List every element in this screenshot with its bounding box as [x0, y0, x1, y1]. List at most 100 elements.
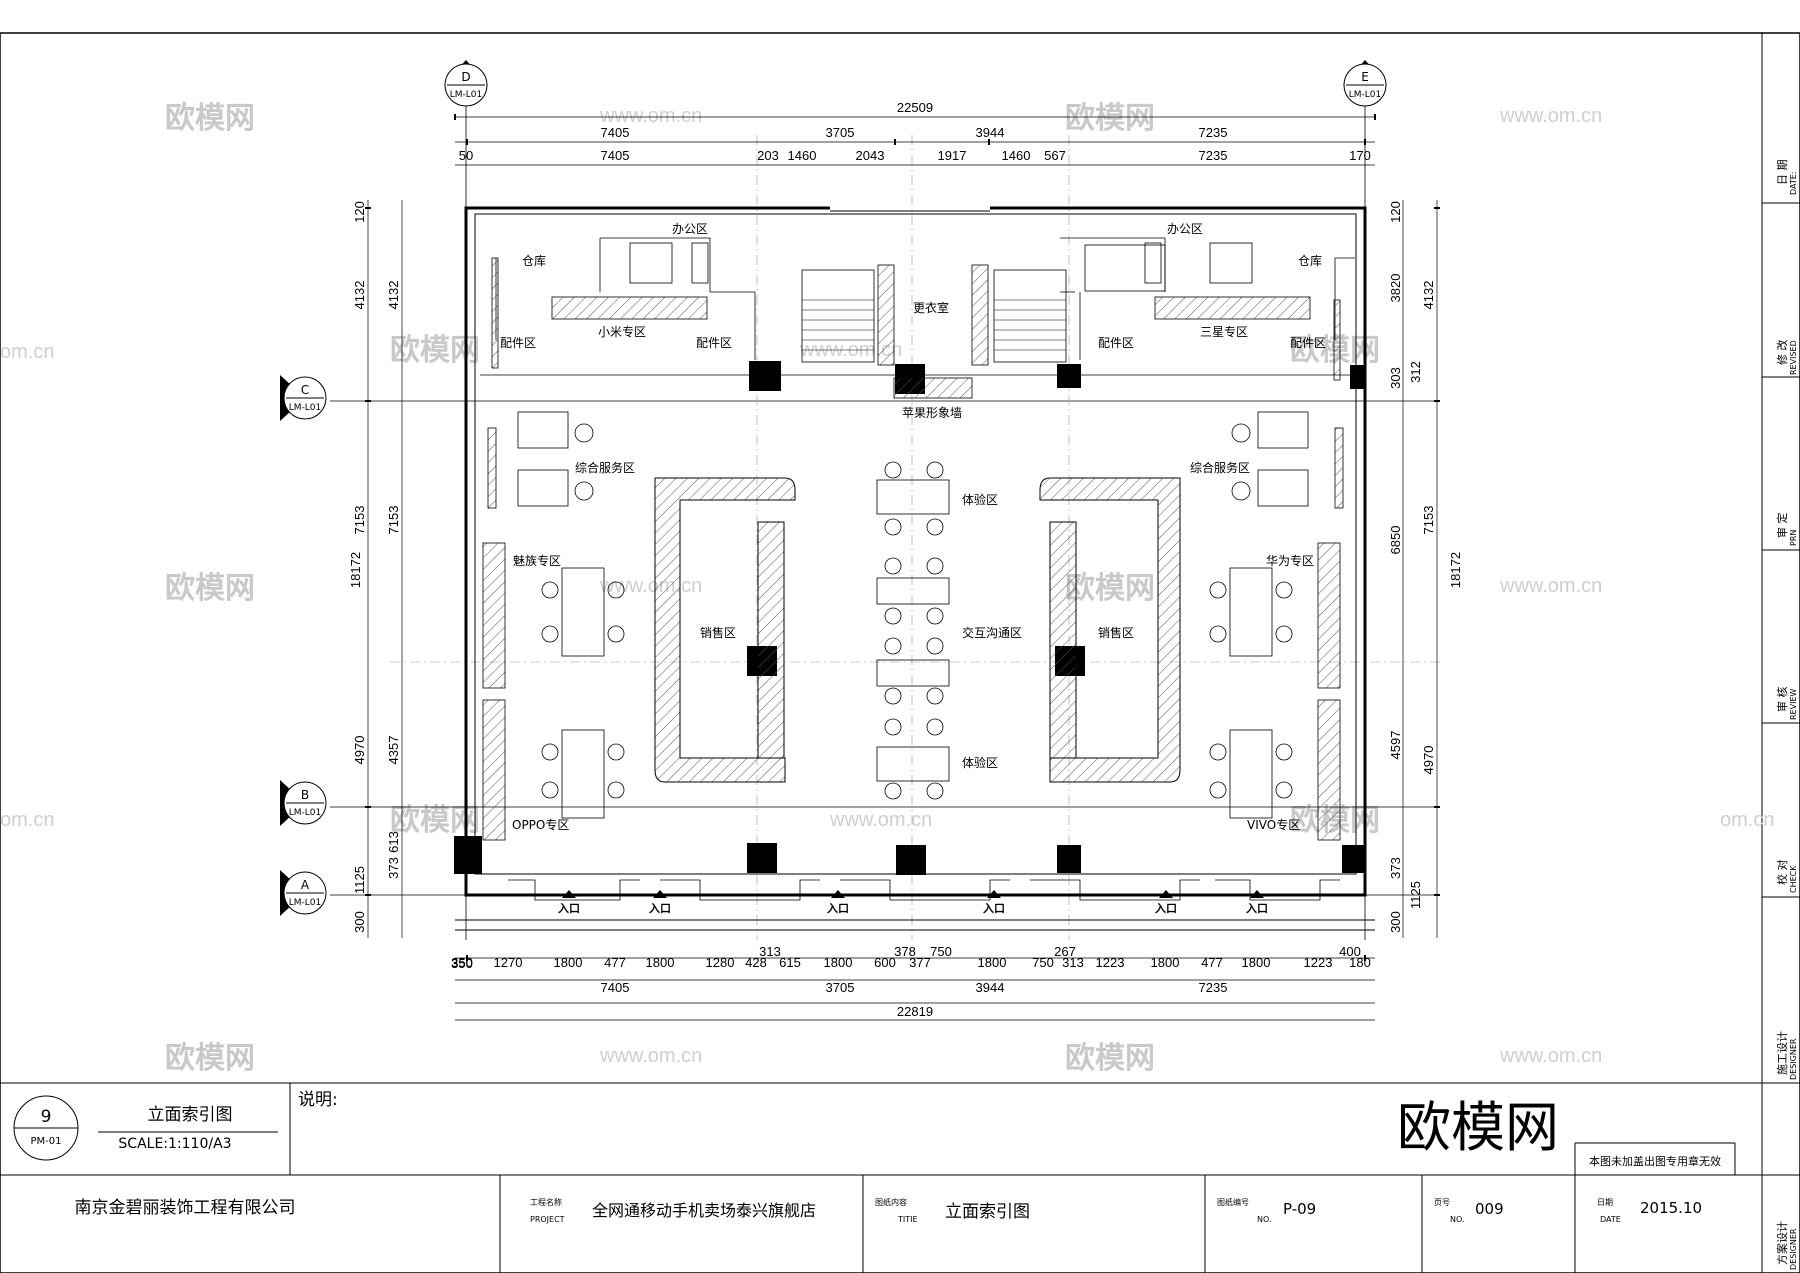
svg-text:PRN: PRN [1789, 530, 1798, 546]
svg-text:180: 180 [1349, 955, 1371, 970]
svg-text:4132: 4132 [1421, 281, 1436, 310]
svg-text:1800: 1800 [1151, 955, 1180, 970]
left-total: 18172 [348, 552, 363, 588]
svg-text:267: 267 [1054, 944, 1076, 959]
drawing-number: P-09 [1283, 1200, 1316, 1218]
label-accessory-3: 配件区 [1098, 336, 1134, 350]
svg-text:1800: 1800 [554, 955, 583, 970]
back-rooms [491, 237, 1355, 399]
right-total: 18172 [1448, 552, 1463, 588]
svg-text:www.om.cn: www.om.cn [1499, 1045, 1602, 1067]
svg-text:613: 613 [386, 831, 401, 853]
svg-text:om.cn: om.cn [1720, 809, 1774, 831]
svg-text:1223: 1223 [1096, 955, 1125, 970]
label-accessory-4: 配件区 [1290, 336, 1326, 350]
label-oppo: OPPO专区 [512, 817, 569, 832]
svg-text:7235: 7235 [1199, 980, 1228, 995]
svg-text:LM-L01: LM-L01 [450, 90, 483, 100]
svg-text:373: 373 [1388, 857, 1403, 879]
svg-text:300: 300 [1388, 911, 1403, 933]
svg-text:7405: 7405 [601, 148, 630, 163]
svg-text:312: 312 [1408, 361, 1423, 383]
sales-counters [654, 477, 1181, 783]
svg-text:600: 600 [874, 955, 896, 970]
svg-text:350: 350 [451, 955, 473, 970]
brand-walls [482, 542, 1341, 841]
svg-text:4357: 4357 [386, 736, 401, 765]
svg-text:120: 120 [352, 201, 367, 223]
svg-text:1270: 1270 [494, 955, 523, 970]
svg-text:3705: 3705 [826, 980, 855, 995]
svg-text:3944: 3944 [976, 125, 1005, 140]
label-sales-right: 销售区 [1098, 625, 1134, 640]
svg-text:图纸内容: 图纸内容 [875, 1197, 907, 1207]
label-sales-left: 销售区 [700, 625, 736, 640]
project-name: 全网通移动手机卖场泰兴旗舰店 [592, 1201, 816, 1220]
svg-text:7153: 7153 [1421, 506, 1436, 535]
label-xiaomi: 小米专区 [598, 324, 646, 339]
label-apple-wall: 苹果形象墙 [902, 406, 962, 420]
svg-text:审 核: 审 核 [1775, 687, 1789, 713]
dimension-text: 22509 7405 3705 3944 7235 50 7405 203 14… [348, 100, 1463, 1019]
svg-text:施工设计: 施工设计 [1776, 1031, 1789, 1075]
notes-label: 说明: [298, 1090, 338, 1110]
svg-text:校 对: 校 对 [1775, 860, 1789, 886]
svg-text:1800: 1800 [824, 955, 853, 970]
columns [454, 361, 1366, 875]
svg-text:203: 203 [757, 148, 779, 163]
svg-text:7405: 7405 [601, 980, 630, 995]
dimension-lines [367, 116, 1438, 1021]
svg-text:www.om.cn: www.om.cn [1499, 575, 1602, 597]
svg-text:DATE:: DATE: [1789, 171, 1798, 195]
grid-marker-c: C LM-L01 [280, 375, 327, 421]
svg-text:313: 313 [759, 944, 781, 959]
svg-text:50: 50 [459, 148, 473, 163]
svg-text:B: B [301, 788, 309, 802]
sheet-frame [0, 32, 1800, 1273]
svg-text:审 定: 审 定 [1775, 513, 1789, 539]
drawing-scale: SCALE:1:110/A3 [118, 1136, 231, 1152]
label-office-left: 办公区 [672, 221, 708, 236]
right-column-labels: 日 期 DATE: 修 改 REVISED 审 定 PRN 审 核 REVIEW… [1775, 160, 1798, 1271]
svg-text:DESIGNER: DESIGNER [1789, 1228, 1798, 1270]
entrance-markers: 入口 入口 入口 入口 入口 入口 [558, 890, 1268, 915]
drawing-date: 2015.10 [1640, 1199, 1702, 1217]
svg-text:LM-L01: LM-L01 [289, 403, 322, 413]
svg-text:www.om.cn: www.om.cn [829, 809, 932, 831]
svg-text:373: 373 [386, 857, 401, 879]
svg-text:7405: 7405 [601, 125, 630, 140]
svg-text:428: 428 [745, 955, 767, 970]
brand-logo: 欧模网 [1397, 1096, 1559, 1159]
label-warehouse-left: 仓库 [522, 253, 546, 268]
svg-text:欧模网: 欧模网 [165, 101, 255, 136]
svg-text:图纸编号: 图纸编号 [1217, 1197, 1249, 1207]
svg-text:477: 477 [604, 955, 626, 970]
svg-text:1800: 1800 [978, 955, 1007, 970]
grid-marker-d: D LM-L01 [444, 60, 488, 107]
drawing-content: 立面索引图 [945, 1202, 1030, 1222]
dimension-ticks [365, 114, 1440, 961]
svg-text:TITIE: TITIE [897, 1215, 918, 1224]
svg-text:1917: 1917 [938, 148, 967, 163]
label-vivo: VIVO专区 [1247, 817, 1300, 832]
svg-text:CHECK: CHECK [1789, 865, 1798, 893]
svg-text:4597: 4597 [1388, 731, 1403, 760]
svg-text:1125: 1125 [352, 866, 367, 894]
label-interaction: 交互沟通区 [962, 625, 1022, 640]
svg-text:377: 377 [909, 955, 931, 970]
svg-text:www.om.cn: www.om.cn [599, 1045, 702, 1067]
svg-text:4970: 4970 [352, 736, 367, 765]
svg-text:1800: 1800 [646, 955, 675, 970]
svg-text:欧模网: 欧模网 [165, 571, 255, 606]
svg-text:1460: 1460 [1002, 148, 1031, 163]
svg-text:www.om.cn: www.om.cn [599, 105, 702, 127]
svg-text:D: D [461, 70, 470, 84]
svg-text:4970: 4970 [1421, 746, 1436, 775]
svg-text:120: 120 [1388, 201, 1403, 223]
sheet-number: 9 [41, 1107, 52, 1127]
svg-text:4132: 4132 [352, 281, 367, 310]
svg-text:DATE: DATE [1600, 1215, 1621, 1224]
title-block [0, 202, 1800, 1273]
overall-width-top: 22509 [897, 100, 933, 115]
svg-text:2043: 2043 [856, 148, 885, 163]
